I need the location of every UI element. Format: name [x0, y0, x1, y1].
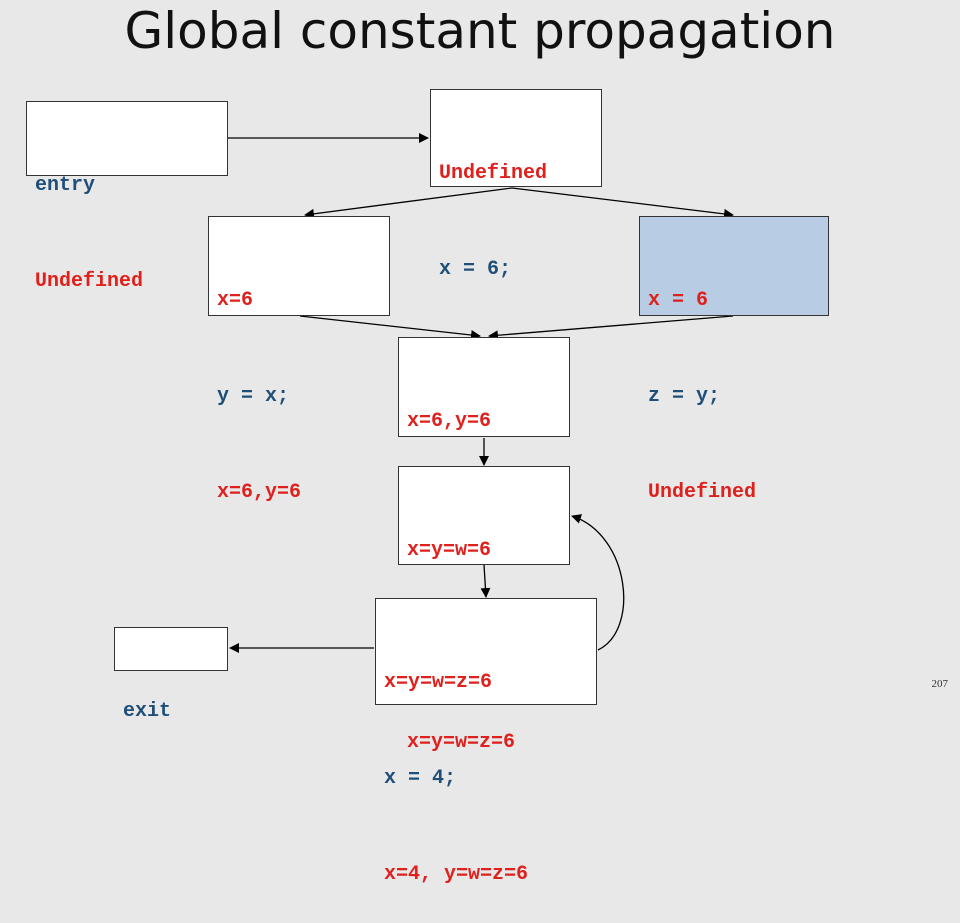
- node-b3: x = 6 z = y; Undefined: [639, 216, 829, 504]
- node-line: x = 4;: [384, 767, 457, 790]
- page-number: 207: [931, 678, 949, 690]
- node-line: x=y=w=z=6: [384, 671, 493, 694]
- node-b4: x=6,y=6 w = x; x=y=w=6: [398, 337, 570, 625]
- cfg-edges: [228, 133, 734, 653]
- node-entry: entry Undefined: [26, 101, 228, 293]
- node-line: x = 6;: [439, 258, 512, 281]
- node-b5: x=y=w=6 z = x; x=y=w=z=6: [398, 466, 570, 754]
- node-line: x = 6: [648, 289, 709, 312]
- node-line: x=6,y=6: [407, 410, 492, 433]
- node-line: x=6: [217, 289, 254, 312]
- node-line: entry: [35, 174, 96, 197]
- edge-b2-to-b4: [299, 315, 481, 340]
- node-line: Undefined: [439, 162, 548, 185]
- node-line: y = x;: [217, 385, 290, 408]
- node-line: z = y;: [648, 385, 721, 408]
- node-line: x=4, y=w=z=6: [384, 863, 529, 886]
- node-b1: Undefined x = 6; x = 6: [430, 89, 602, 377]
- node-b6: x=y=w=z=6 x = 4; x=4, y=w=z=6: [375, 598, 597, 886]
- node-line: Undefined: [35, 270, 144, 293]
- edge-b1-to-b2: [304, 187, 513, 219]
- node-line: x=y=w=6: [407, 539, 492, 562]
- node-b2: x=6 y = x; x=6,y=6: [208, 216, 390, 504]
- edge-b1-to-b3: [511, 187, 734, 219]
- edge-b6-to-b5-backedge: [571, 514, 625, 651]
- edge-b3-to-b4: [488, 315, 734, 341]
- node-line: x=6,y=6: [217, 481, 302, 504]
- node-line: x=y=w=z=6: [407, 731, 516, 754]
- node-exit: exit: [114, 627, 228, 723]
- node-line: Undefined: [648, 481, 757, 504]
- edge-b5-to-b6: [480, 564, 491, 598]
- node-line: exit: [123, 700, 172, 723]
- slide-title: Global constant propagation: [124, 2, 836, 60]
